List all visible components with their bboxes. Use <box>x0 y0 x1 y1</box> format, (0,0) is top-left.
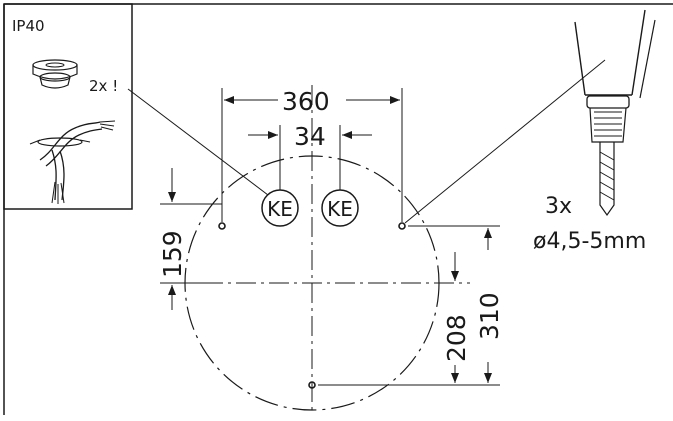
knockout-left: KE <box>261 189 299 227</box>
knockout-right-label: KE <box>327 197 353 221</box>
drill-hole-count: 3x <box>545 194 572 219</box>
ip40-inset: IP40 2x ! <box>3 3 133 210</box>
dimension-159: 159 <box>158 168 222 310</box>
drill-bit-icon <box>574 9 656 217</box>
mounting-hole-left <box>218 222 226 230</box>
knockout-left-label: KE <box>267 197 293 221</box>
stripped-cable-icon <box>29 120 116 204</box>
mounting-hole-right <box>398 222 406 230</box>
dimension-159-value: 159 <box>158 230 187 278</box>
inset-frame <box>3 3 133 210</box>
dimension-34: 34 <box>248 122 372 190</box>
dimension-360-value: 360 <box>282 87 330 116</box>
knockout-right: KE <box>321 189 359 227</box>
cable-grommet-icon <box>32 59 78 89</box>
mounting-hole-bottom <box>308 381 316 389</box>
dimension-208-value: 208 <box>442 314 471 362</box>
drill-diameter: ø4,5-5mm <box>533 229 646 254</box>
drill-leader-line <box>404 59 606 224</box>
dimension-360: 360 <box>221 87 403 222</box>
grommet-quantity-note: 2x ! <box>89 77 118 95</box>
dimension-208-310: 208 310 <box>318 225 504 386</box>
ip-rating-label: IP40 <box>12 17 45 35</box>
dimension-34-value: 34 <box>294 122 326 151</box>
grommet-leader-line <box>127 88 269 196</box>
dimension-310-value: 310 <box>475 292 504 340</box>
